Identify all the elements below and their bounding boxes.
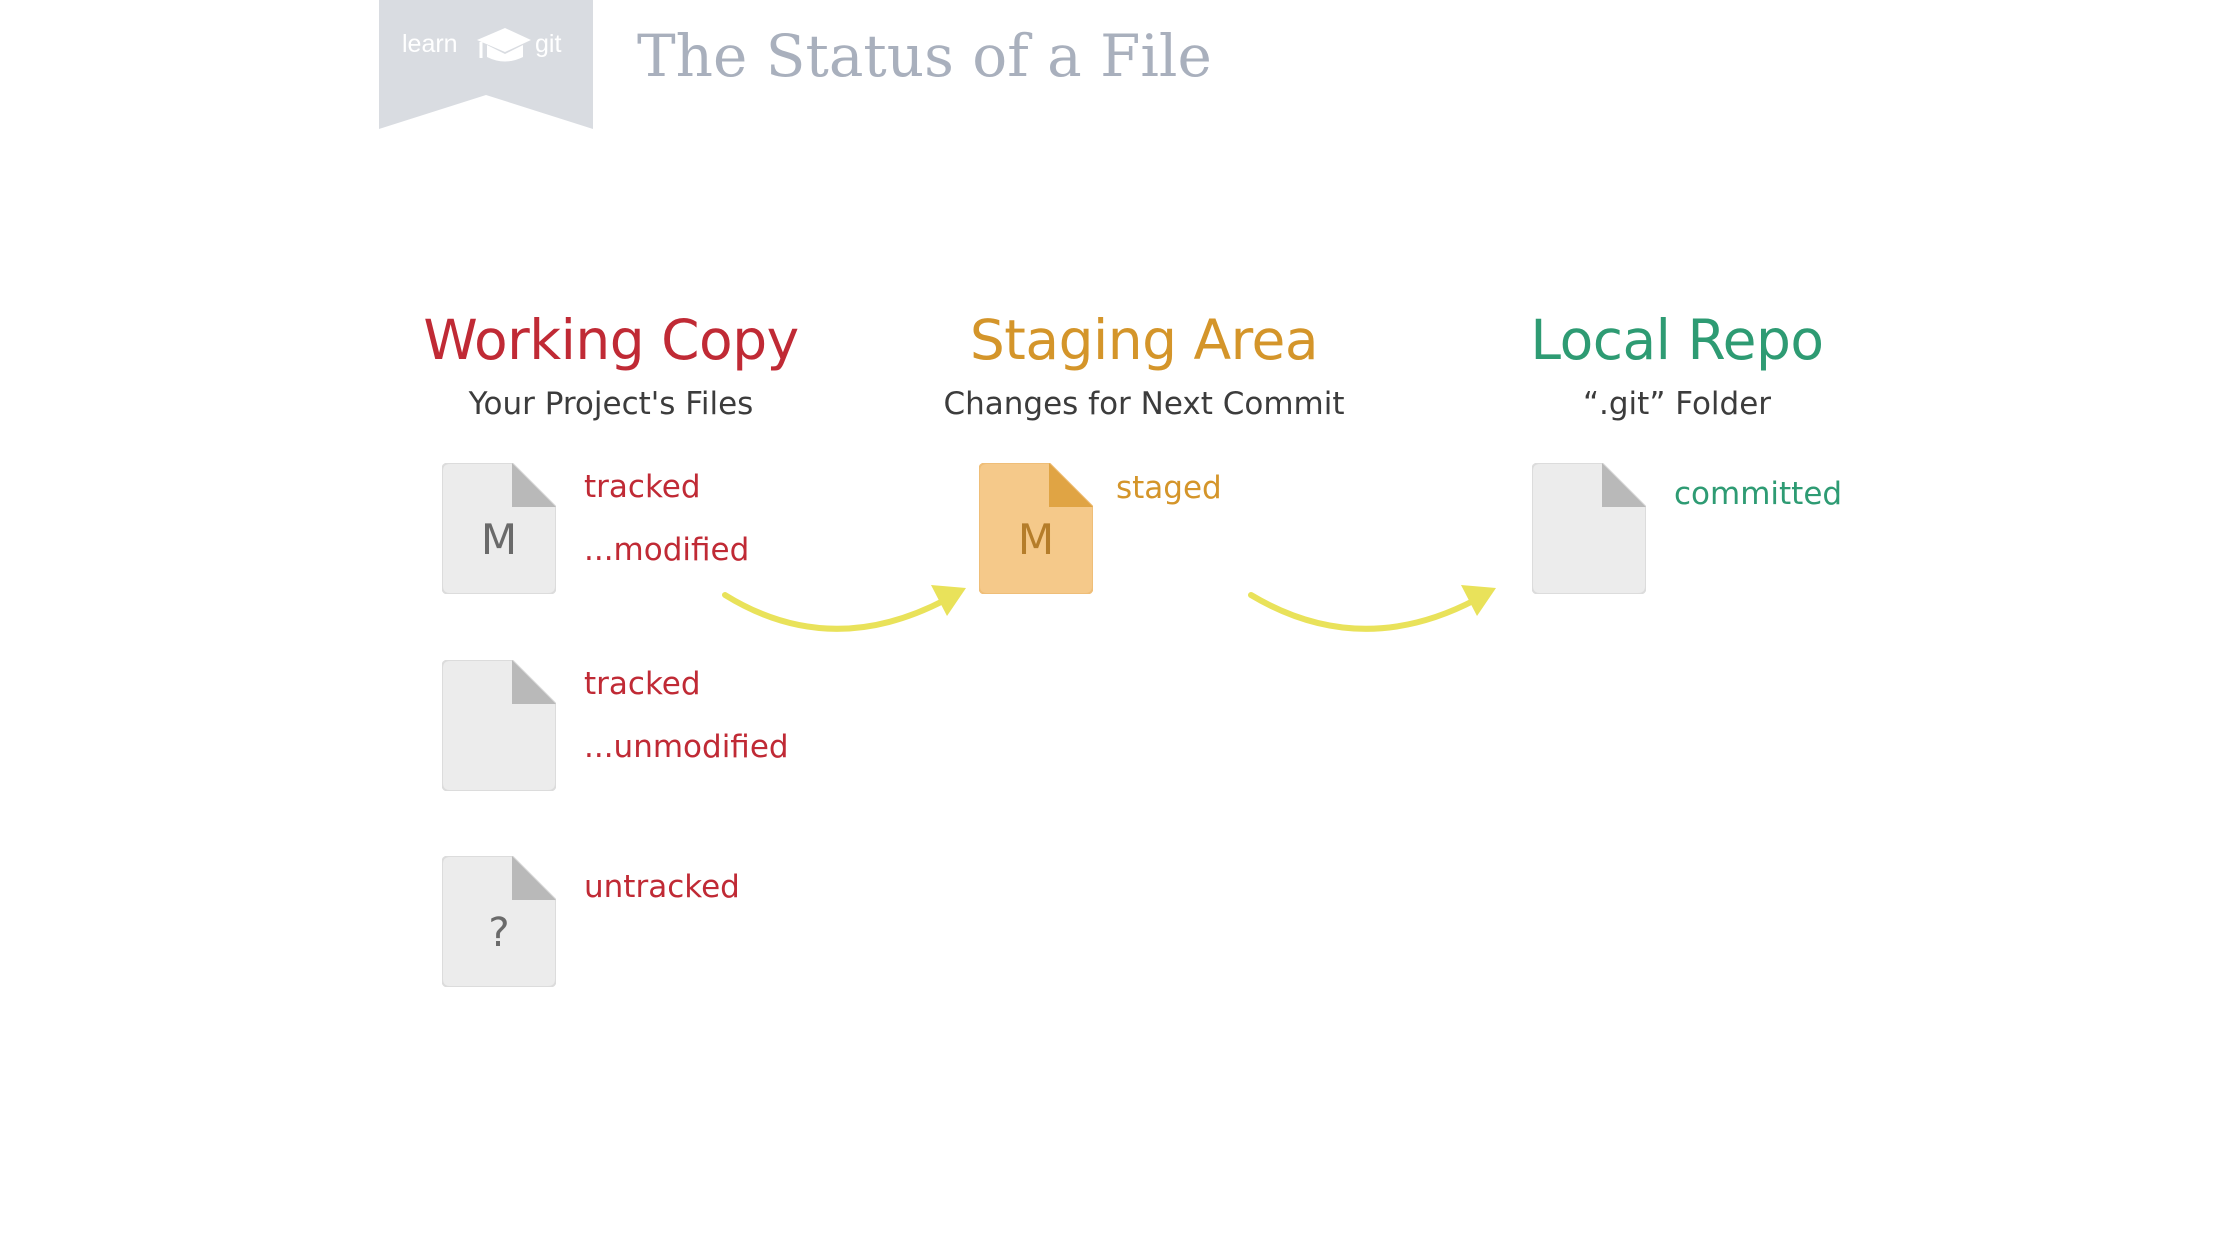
staging-to-repo-arrow-icon [1248,585,1496,632]
staging-area-title: Staging Area [969,308,1319,372]
committed-file-document-icon [1532,463,1646,594]
graduation-cap-icon [477,28,531,62]
staged-file-document-icon [979,463,1093,594]
logo-text-learn: learn [402,30,458,58]
working-to-staging-arrow-icon [722,585,966,632]
modified-file-document-icon [442,463,556,594]
modified-file-tracked-label: tracked [584,469,701,505]
working-copy-subtitle: Your Project's Files [468,386,754,422]
slide-title: The Status of a File [637,22,1212,90]
untracked-file-document-icon [442,856,556,987]
local-repo-subtitle: “.git” Folder [1582,386,1772,422]
working-copy-title: Working Copy [423,308,799,372]
untracked-file-letter: ? [488,910,510,956]
modified-file-status-label: ...modified [584,532,750,568]
logo-banner [379,0,593,129]
unmodified-file-status-label: ...unmodified [584,729,789,765]
untracked-file-label: untracked [584,869,740,905]
staged-file-letter: M [1017,515,1055,564]
committed-file-label: committed [1674,476,1843,512]
unmodified-file-document-icon [442,660,556,791]
staging-area-subtitle: Changes for Next Commit [943,386,1345,422]
staged-file-label: staged [1116,470,1222,506]
modified-file-letter: M [480,515,518,564]
logo-text-git: git [535,30,562,58]
local-repo-title: Local Repo [1530,308,1824,372]
unmodified-file-tracked-label: tracked [584,666,701,702]
